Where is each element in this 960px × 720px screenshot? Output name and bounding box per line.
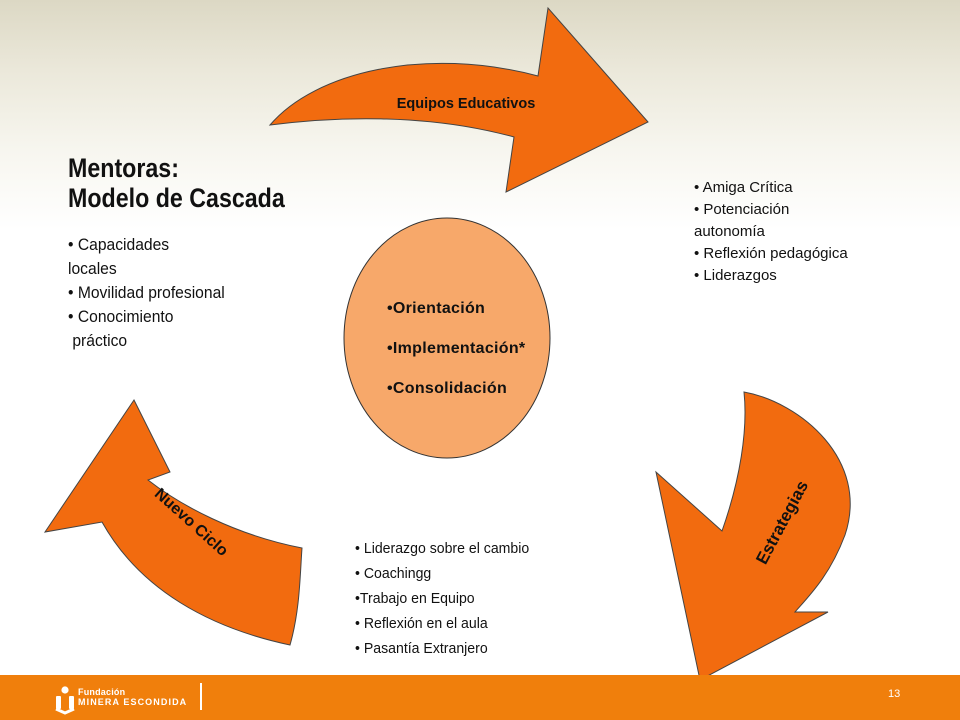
footer-bar <box>0 675 960 720</box>
right-bullet-item: • Liderazgos <box>694 267 777 284</box>
left-bullet-item: • Movilidad profesional <box>68 283 225 302</box>
arrow-nuevo-ciclo <box>43 399 303 646</box>
heading-line2: Modelo de Cascada <box>68 183 285 213</box>
bottom-bullet-item: • Coachingg <box>355 565 432 582</box>
heading-line1: Mentoras: <box>68 153 179 183</box>
right-bullet-item: • Reflexión pedagógica <box>694 245 848 262</box>
center-bullet-item: •Consolidación <box>387 380 508 397</box>
bottom-bullet-item: • Pasantía Extranjero <box>355 640 488 657</box>
bottom-bullet-item: • Reflexión en el aula <box>355 615 488 632</box>
bottom-bullet-list: • Liderazgo sobre el cambio • Coachingg … <box>355 536 615 661</box>
center-bullet-item: •Orientación <box>387 300 486 317</box>
arrow-estrategias <box>655 391 851 681</box>
left-bullet-item: • Conocimiento <box>68 307 174 326</box>
center-circle <box>343 217 551 459</box>
bottom-bullet-item: •Trabajo en Equipo <box>355 590 475 607</box>
right-bullet-item: autonomía <box>694 223 765 240</box>
heading-block: Mentoras: Modelo de Cascada <box>68 153 338 213</box>
center-bullet-list: •Orientación •Implementación* •Consolida… <box>387 289 525 409</box>
right-bullet-item: • Potenciación <box>694 201 790 218</box>
bottom-bullet-item: • Liderazgo sobre el cambio <box>355 540 530 557</box>
left-bullet-item: práctico <box>68 331 128 350</box>
fundacion-logo-icon <box>55 686 75 715</box>
left-bullet-item: locales <box>68 259 117 278</box>
right-bullet-item: • Amiga Crítica <box>694 179 793 196</box>
left-bullet-item: • Capacidades <box>68 235 170 254</box>
page-number: 13 <box>888 688 901 700</box>
footer-brand-line1: Fundación <box>78 687 126 697</box>
footer-brand-line2: MINERA ESCONDIDA <box>78 697 188 707</box>
right-bullet-list: • Amiga Crítica • Potenciación autonomía… <box>694 177 914 287</box>
left-bullet-list: • Capacidades locales • Movilidad profes… <box>68 233 308 353</box>
center-bullet-item: •Implementación* <box>387 340 526 357</box>
arrow-equipos-educativos <box>268 6 649 193</box>
footer-divider <box>200 683 202 710</box>
arrow-label-equipos: Equipos Educativos <box>397 96 536 112</box>
